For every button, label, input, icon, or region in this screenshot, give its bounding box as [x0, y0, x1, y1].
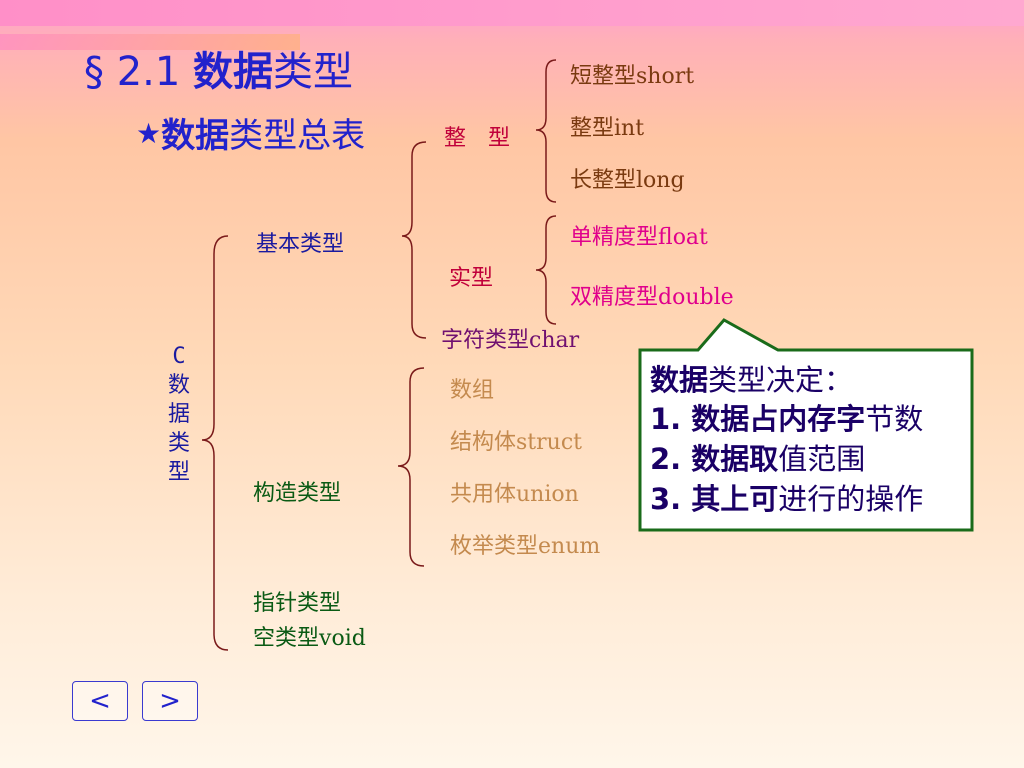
root-char: 型	[167, 460, 190, 485]
title-rest: 类型	[273, 49, 354, 95]
integer-item: 长整型long	[570, 168, 685, 193]
next-slide-button[interactable]: >	[142, 681, 198, 721]
root-label: C 数 据 类 型	[164, 342, 194, 487]
integer-item: 短整型short	[570, 64, 695, 89]
real-item: 单精度型float	[570, 225, 708, 250]
title-accent-bar	[0, 34, 300, 50]
constructed-item: 枚举类型enum	[450, 534, 601, 559]
slide-subtitle: ★数据类型总表	[136, 119, 365, 153]
integer-type-label: 整 型	[444, 126, 511, 151]
void-type-label: 空类型void	[253, 626, 366, 651]
pointer-type-label: 指针类型	[253, 591, 342, 616]
callout-line: 2. 数据取值范围	[650, 442, 866, 476]
section-mark: § 2.1	[84, 49, 194, 95]
root-bracket	[201, 235, 229, 651]
slide-title: § 2.1 数据类型	[84, 52, 353, 92]
subtitle-bold: 数据	[161, 116, 230, 156]
real-bracket	[535, 215, 557, 325]
subtitle-rest: 类型总表	[229, 116, 366, 156]
constructed-item: 结构体struct	[450, 430, 582, 455]
root-char: C	[172, 344, 186, 369]
callout-line: 1. 数据占内存字节数	[650, 402, 924, 436]
real-type-label: 实型	[449, 266, 494, 291]
basic-bracket	[401, 141, 427, 339]
basic-type-label: 基本类型	[256, 232, 345, 257]
prev-slide-button[interactable]: <	[72, 681, 128, 721]
callout-line: 3. 其上可进行的操作	[650, 482, 924, 516]
constructed-item: 数组	[450, 378, 495, 403]
integer-item: 整型int	[570, 116, 645, 141]
title-bold: 数据	[193, 49, 274, 95]
char-type-label: 字符类型char	[441, 328, 580, 353]
integer-bracket	[535, 59, 557, 203]
root-char: 数	[167, 373, 190, 398]
real-item: 双精度型double	[570, 285, 734, 310]
constructed-type-label: 构造类型	[253, 481, 342, 506]
constructed-bracket	[397, 367, 425, 567]
top-color-band	[0, 0, 1024, 26]
star-icon: ★	[136, 117, 162, 150]
root-char: 据	[167, 402, 190, 427]
callout-line: 数据类型决定：	[650, 363, 854, 397]
constructed-item: 共用体union	[450, 482, 579, 507]
root-char: 类	[167, 431, 190, 456]
